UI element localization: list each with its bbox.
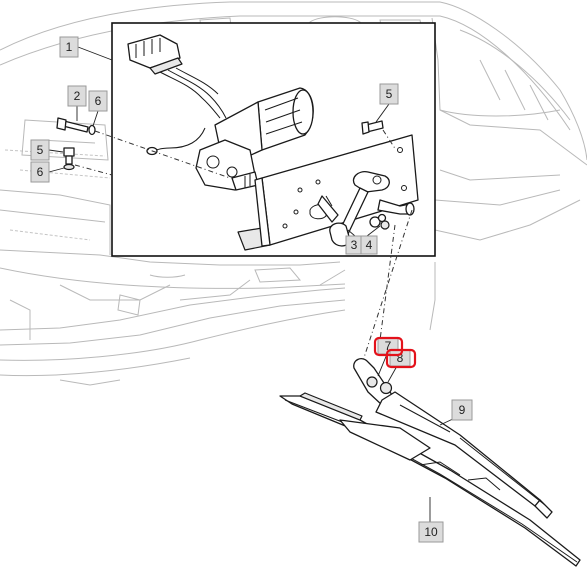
callout-7-label: 7 — [385, 339, 392, 353]
ground-wire — [146, 127, 206, 156]
callout-5-left: 5 — [30, 139, 50, 161]
callout-5-right-label: 5 — [386, 87, 393, 101]
cab-roof-ghost-outline — [0, 1, 587, 386]
wiper-motor — [195, 87, 314, 191]
electrical-connector — [127, 34, 227, 119]
callout-2: 2 — [67, 85, 87, 107]
callout-8-label: 8 — [397, 351, 404, 365]
callout-6-upper: 6 — [88, 90, 108, 112]
callout-1-label: 1 — [66, 40, 73, 54]
callout-8: 8 — [389, 349, 411, 367]
assembly-centerlines — [74, 129, 413, 371]
wiper-blade — [279, 392, 581, 567]
callout-6-lower: 6 — [30, 161, 50, 183]
callout-1: 1 — [59, 36, 79, 58]
callout-4-label: 4 — [366, 238, 373, 252]
callout-10: 10 — [418, 521, 444, 543]
callout-5-left-label: 5 — [37, 143, 44, 157]
callout-4: 4 — [360, 235, 378, 255]
callout-9-label: 9 — [459, 403, 466, 417]
wiper-arm — [353, 358, 553, 519]
motor-mount-bracket — [237, 134, 419, 251]
bolt-5-right — [361, 120, 384, 135]
highlight-markers — [373, 336, 417, 369]
callout-3: 3 — [345, 235, 363, 255]
crank-linkage — [317, 171, 415, 247]
bolt-2-and-washer-6 — [56, 117, 96, 136]
callout-10-label: 10 — [424, 525, 438, 539]
callout-9: 9 — [451, 399, 473, 421]
highlight-callout-8 — [385, 348, 417, 369]
bolt-5-and-nut-6-left — [63, 147, 75, 171]
highlight-callout-7 — [373, 336, 404, 357]
callout-6-lower-label: 6 — [37, 165, 44, 179]
callout-6-upper-label: 6 — [95, 94, 102, 108]
callout-3-label: 3 — [351, 238, 358, 252]
callout-5-right: 5 — [379, 83, 399, 105]
callout-2-label: 2 — [74, 89, 81, 103]
